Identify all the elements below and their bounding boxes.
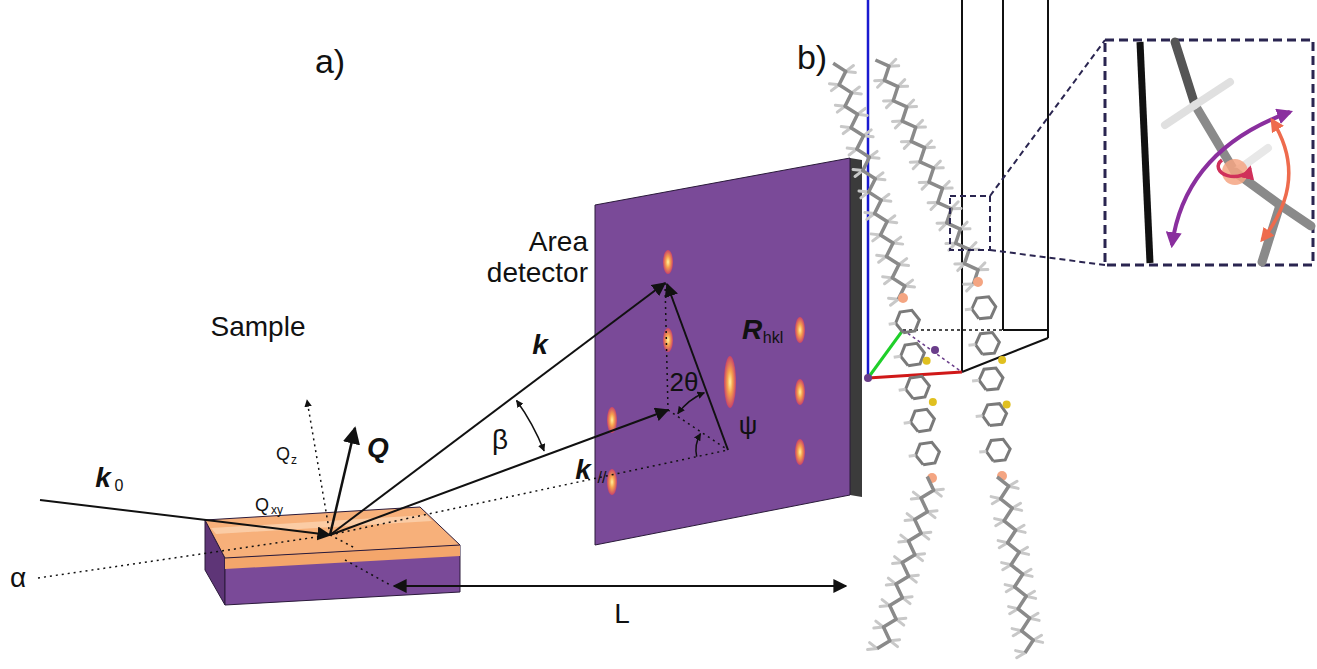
angle-symbol: 2θ <box>670 368 699 397</box>
vertical-guide <box>665 283 668 410</box>
distance-arrow <box>394 585 846 587</box>
angle-symbol: ψ <box>739 411 758 440</box>
detector-label: Area detector <box>476 227 588 289</box>
component-symbol: Q <box>255 496 269 516</box>
beta-arc <box>517 400 545 450</box>
subscript: xy <box>271 504 283 517</box>
qz-component <box>307 400 330 535</box>
sample-label: Sample <box>211 312 306 343</box>
psi-arc <box>696 434 701 457</box>
distance-symbol: L <box>614 599 630 630</box>
subscript: z <box>291 454 297 467</box>
panel-letter: a) <box>315 43 345 80</box>
scattered-beam <box>330 283 665 535</box>
zoom-callout <box>950 40 1313 265</box>
incident-beam <box>40 500 330 535</box>
scattering-vector <box>330 428 355 535</box>
in-plane-beam <box>330 410 668 535</box>
vector-symbol: R <box>742 315 762 346</box>
r-hkl-vector <box>667 284 728 450</box>
vector-symbol: k <box>532 330 548 361</box>
surface-reference <box>38 535 330 578</box>
distance-guide <box>345 560 392 586</box>
vector-symbol: Q <box>367 433 389 464</box>
subscript: hkl <box>763 329 783 347</box>
area-detector <box>595 158 862 545</box>
panel-letter: b) <box>797 39 827 76</box>
vector-symbol: k <box>95 463 111 494</box>
subscript: // <box>598 469 607 487</box>
qxy-component <box>330 535 355 548</box>
scattering-geometry <box>38 283 846 586</box>
horizontal-guide <box>668 410 728 450</box>
direct-beam-line <box>330 450 728 535</box>
angle-symbol: α <box>10 563 26 594</box>
molecule-drawing <box>829 59 1042 657</box>
subscript: 0 <box>115 477 124 495</box>
angle-symbol: β <box>492 425 508 456</box>
vector-symbol: k <box>575 455 591 486</box>
component-symbol: Q <box>276 445 290 465</box>
unit-cell <box>864 0 1048 382</box>
